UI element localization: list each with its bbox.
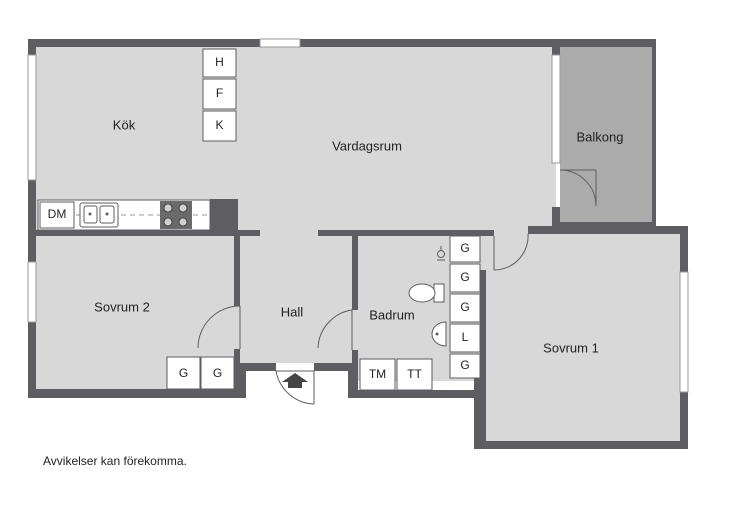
closet-g1-label: G xyxy=(179,366,188,380)
wall-balkong-bottom xyxy=(552,222,656,227)
bath-g4-label: G xyxy=(460,358,469,372)
room-hall-label: Hall xyxy=(281,304,304,319)
door-sovrum1 xyxy=(493,233,529,271)
cabinet-f xyxy=(202,78,237,110)
wall-balkong-left-bot xyxy=(552,207,560,233)
wall-badrum-right-upper xyxy=(480,230,486,236)
disclaimer-text: Avvikelser kan förekomma. xyxy=(43,454,187,468)
stove-icon xyxy=(160,201,192,229)
wall-top-right xyxy=(300,39,656,47)
room-sovrum2-label: Sovrum 2 xyxy=(94,299,150,314)
bath-g2-box xyxy=(449,263,481,293)
window-left-sovrum2 xyxy=(27,261,37,323)
door-entrance xyxy=(275,370,315,405)
wall-sovrum2-right-lower xyxy=(234,349,240,398)
washer-label: TM xyxy=(369,367,386,381)
wall-left-mid xyxy=(28,180,36,262)
bath-g3-label: G xyxy=(460,300,469,314)
entrance-arrow-icon xyxy=(282,373,308,388)
windows xyxy=(27,38,689,393)
door-badrum xyxy=(317,309,353,350)
wall-left-lower xyxy=(28,322,36,398)
wall-bottom-sovrum2 xyxy=(28,389,242,398)
wall-hall-top-right xyxy=(318,230,494,236)
wall-bottom-hall-l xyxy=(240,363,246,398)
sovrum2-closets: G G xyxy=(166,356,235,390)
bath-g1-box xyxy=(449,235,481,263)
wall-right-sovrum1-upper xyxy=(680,226,688,272)
dryer-box xyxy=(396,358,433,391)
closet-g2 xyxy=(200,356,235,390)
wall-badrum-right-lower xyxy=(480,270,486,448)
room-labels: Kök Vardagsrum Balkong Sovrum 2 Hall Bad… xyxy=(94,117,623,355)
window-right-sovrum1 xyxy=(679,271,689,393)
wall-badrum-left-lower xyxy=(352,350,358,398)
door-balkong xyxy=(559,169,597,207)
cabinet-h-label: H xyxy=(215,55,224,69)
washbasin-icon xyxy=(431,321,447,347)
window-balkong-upper xyxy=(551,54,561,164)
wall-balkong-right xyxy=(652,39,656,227)
room-badrum-label: Badrum xyxy=(369,307,415,322)
dishwasher-box xyxy=(39,201,75,229)
closet-g2-label: G xyxy=(213,366,222,380)
window-left-kok xyxy=(27,54,37,181)
wall-top-left xyxy=(28,39,260,47)
laundry: TM TT xyxy=(359,358,433,391)
bath-g2-label: G xyxy=(460,270,469,284)
floor-balkong xyxy=(560,47,652,227)
wall-bottom-sovrum1 xyxy=(474,441,688,449)
cabinet-f-label: F xyxy=(216,86,223,100)
wall-balkong-left-top xyxy=(552,39,560,55)
wall-bottom-bath-step2 xyxy=(474,376,482,448)
toilet-icon xyxy=(408,283,445,303)
washer-box xyxy=(359,358,396,391)
floor-hall xyxy=(240,233,354,363)
bath-g4-box xyxy=(449,353,481,379)
walls xyxy=(28,39,688,449)
room-sovrum1-label: Sovrum 1 xyxy=(543,340,599,355)
wall-sovrum2-top xyxy=(28,230,260,236)
wall-sovrum2-right-upper xyxy=(234,230,240,306)
bath-g1-label: G xyxy=(460,241,469,255)
window-top xyxy=(259,38,301,48)
kitchen-cabinets: H F K xyxy=(202,48,237,142)
wall-badrum-left-upper xyxy=(352,230,358,310)
closet-g1 xyxy=(166,356,201,390)
dishwasher-label: DM xyxy=(48,207,67,221)
wall-right-sovrum1-lower xyxy=(680,392,688,449)
room-balkong-label: Balkong xyxy=(577,129,624,144)
shower-icon xyxy=(437,246,445,261)
room-kok-label: Kök xyxy=(113,117,136,132)
wall-bottom-hall-right xyxy=(314,363,354,371)
bath-g3-box xyxy=(449,293,481,323)
bath-l-box xyxy=(449,323,481,353)
bath-closets: G G G L G xyxy=(449,235,481,379)
wall-kitchen-end xyxy=(210,199,238,231)
cabinet-k xyxy=(202,110,237,142)
wall-bottom-hall-left xyxy=(240,363,276,371)
cabinet-k-label: K xyxy=(215,118,223,132)
wall-sovrum1-top xyxy=(528,226,688,234)
room-vardagsrum-label: Vardagsrum xyxy=(332,138,402,153)
floor-sovrum1 xyxy=(482,233,680,441)
bath-fixtures xyxy=(408,246,447,347)
bath-l-label: L xyxy=(462,330,469,344)
sink-icon xyxy=(79,202,119,228)
kitchen-counter: DM xyxy=(37,199,211,231)
door-sovrum2 xyxy=(197,305,241,349)
wall-left-upper xyxy=(28,39,36,55)
cabinet-h xyxy=(202,48,237,78)
wall-bottom-bath xyxy=(348,390,482,398)
dryer-label: TT xyxy=(407,367,422,381)
doors xyxy=(197,169,597,405)
